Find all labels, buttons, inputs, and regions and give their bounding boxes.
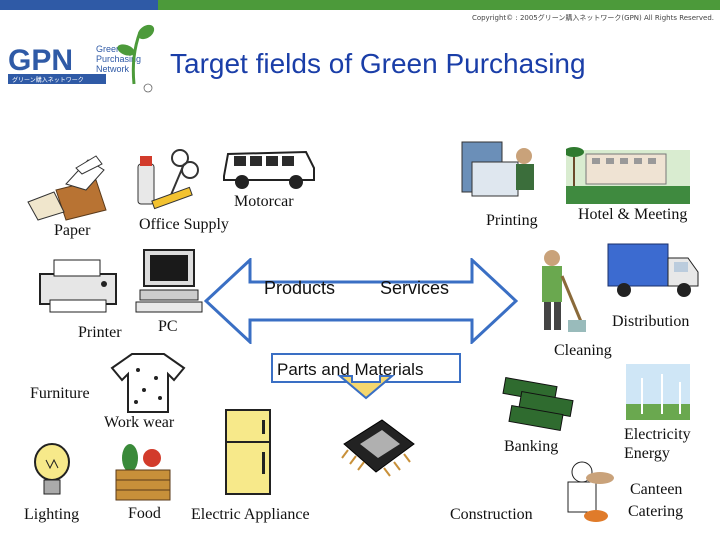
copyright-text: Copyright© : 2005グリーン購入ネットワーク(GPN) All R… bbox=[471, 14, 714, 22]
label-products: Products bbox=[264, 278, 336, 298]
logo-name-3: Network bbox=[96, 64, 130, 74]
chip-illustration bbox=[341, 419, 415, 477]
label-work-wear: Work wear bbox=[104, 414, 175, 431]
label-printing: Printing bbox=[486, 212, 538, 229]
office-supply-illustration bbox=[137, 149, 199, 210]
work-wear-illustration bbox=[110, 353, 186, 413]
motorcar-illustration bbox=[223, 150, 315, 189]
food-illustration bbox=[115, 444, 171, 501]
fridge-illustration bbox=[225, 409, 271, 495]
label-furniture: Furniture bbox=[30, 385, 90, 402]
label-lighting: Lighting bbox=[24, 506, 80, 523]
label-paper: Paper bbox=[54, 222, 91, 239]
label-parts-materials: Parts and Materials bbox=[277, 360, 424, 379]
electricity-illustration bbox=[626, 364, 690, 420]
cleaning-illustration bbox=[542, 250, 586, 332]
printing-illustration bbox=[461, 141, 534, 197]
logo-acronym: GPN bbox=[8, 44, 73, 77]
page-title: Target fields of Green Purchasing bbox=[170, 48, 586, 79]
label-electricity: Electricity bbox=[624, 426, 691, 443]
top-bar-blue bbox=[0, 0, 158, 10]
parts-materials-arrow bbox=[271, 353, 461, 400]
label-banking: Banking bbox=[504, 438, 559, 455]
label-electric-appliance: Electric Appliance bbox=[191, 506, 310, 523]
label-food: Food bbox=[128, 505, 161, 522]
label-cleaning: Cleaning bbox=[554, 342, 612, 359]
label-distribution: Distribution bbox=[612, 313, 690, 330]
gpn-logo: GPN Green Purchasing Network グリーン購入ネットワー… bbox=[8, 24, 155, 93]
logo-name-2: Purchasing bbox=[96, 54, 141, 64]
canteen-illustration bbox=[567, 461, 614, 522]
label-catering: Catering bbox=[628, 503, 684, 520]
label-pc: PC bbox=[158, 318, 178, 335]
label-energy: Energy bbox=[624, 445, 670, 462]
products-services-arrow bbox=[204, 258, 518, 344]
label-office-supply: Office Supply bbox=[139, 216, 229, 233]
lighting-illustration bbox=[34, 443, 70, 495]
logo-name-1: Green bbox=[96, 44, 121, 54]
printer-illustration bbox=[39, 259, 117, 313]
distribution-illustration bbox=[607, 243, 699, 297]
label-hotel-meeting: Hotel & Meeting bbox=[578, 206, 688, 223]
top-bar-green bbox=[158, 0, 720, 10]
paper-illustration bbox=[27, 155, 107, 221]
banking-illustration bbox=[502, 377, 574, 431]
logo-jp: グリーン購入ネットワーク bbox=[12, 76, 84, 84]
label-construction: Construction bbox=[450, 506, 533, 523]
label-canteen: Canteen bbox=[630, 481, 683, 498]
label-motorcar: Motorcar bbox=[234, 193, 294, 210]
hotel-illustration bbox=[566, 147, 690, 204]
label-printer: Printer bbox=[78, 324, 122, 341]
pc-illustration bbox=[135, 249, 203, 313]
label-services: Services bbox=[380, 278, 450, 298]
